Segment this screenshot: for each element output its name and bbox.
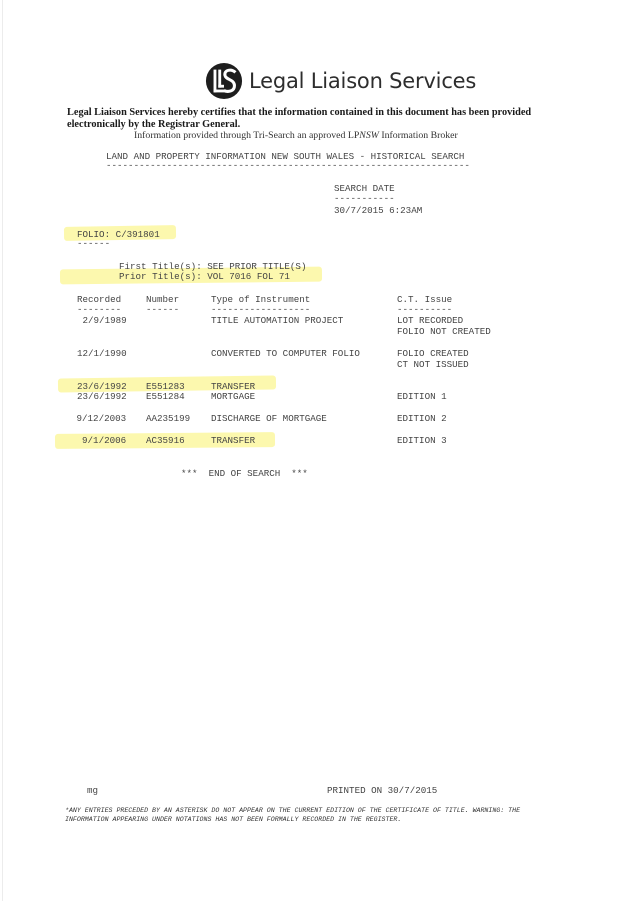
cell-ct-issue: EDITION 2 <box>397 413 447 424</box>
company-logo: Legal Liaison Services <box>205 60 476 102</box>
cell-ct-issue-line2: FOLIO NOT CREATED <box>397 326 491 337</box>
column-header-ct-issue: C.T. Issue <box>397 294 453 305</box>
broker-suffix: Information Broker <box>378 130 458 141</box>
cell-type: CONVERTED TO COMPUTER FOLIO <box>211 348 360 359</box>
column-rule-type: ------------------ <box>211 304 311 315</box>
column-rule-ct-issue: ---------- <box>397 304 453 315</box>
broker-italic: NSW <box>359 130 379 141</box>
search-date-rule: ----------- <box>334 193 395 204</box>
cell-number: AC35916 <box>146 435 185 446</box>
cell-type: TRANSFER <box>211 381 256 392</box>
cell-recorded: 9/12/2003 <box>71 413 127 424</box>
column-header-type: Type of Instrument <box>211 294 311 305</box>
footer-note-line2: INFORMATION APPEARING UNDER NOTATIONS HA… <box>65 816 402 823</box>
page-edge <box>2 0 3 901</box>
end-of-search: *** END OF SEARCH *** <box>181 468 308 479</box>
cell-recorded: 2/9/1989 <box>77 315 127 326</box>
cell-recorded: 23/6/1992 <box>77 381 127 392</box>
search-heading: LAND AND PROPERTY INFORMATION NEW SOUTH … <box>106 151 465 162</box>
cell-ct-issue: EDITION 1 <box>397 391 447 402</box>
broker-statement: Information provided through Tri-Search … <box>134 130 458 141</box>
printed-on: PRINTED ON 30/7/2015 <box>327 785 438 796</box>
cell-number: E551284 <box>146 391 185 402</box>
operator-initials: mg <box>87 785 99 796</box>
cell-type: MORTGAGE <box>211 391 256 402</box>
column-header-recorded: Recorded <box>77 294 122 305</box>
cell-recorded: 23/6/1992 <box>77 391 127 402</box>
cell-recorded: 12/1/1990 <box>77 348 127 359</box>
cell-ct-issue: EDITION 3 <box>397 435 447 446</box>
logo-text: Legal Liaison Services <box>249 69 477 93</box>
prior-titles: Prior Title(s): VOL 7016 FOL 71 <box>119 271 290 282</box>
first-titles: First Title(s): SEE PRIOR TITLE(S) <box>119 261 307 272</box>
cell-ct-issue: FOLIO CREATED <box>397 348 469 359</box>
broker-prefix: Information provided through Tri-Search … <box>134 130 360 141</box>
footer-note-line1: *ANY ENTRIES PRECEDED BY AN ASTERISK DO … <box>65 807 521 814</box>
cell-number: AA235199 <box>146 413 191 424</box>
column-rule-recorded: -------- <box>77 304 122 315</box>
folio-label: FOLIO: C/391801 <box>77 229 160 240</box>
cell-type: TRANSFER <box>211 435 256 446</box>
column-header-number: Number <box>146 294 180 305</box>
cell-number: E551283 <box>146 381 185 392</box>
folio-rule: ------ <box>77 238 111 249</box>
cell-type: TITLE AUTOMATION PROJECT <box>211 315 344 326</box>
lls-logo-icon <box>205 62 243 100</box>
search-heading-rule: ----------------------------------------… <box>106 160 470 171</box>
cell-ct-issue: LOT RECORDED <box>397 315 464 326</box>
column-rule-number: ------ <box>146 304 180 315</box>
cell-ct-issue-line2: CT NOT ISSUED <box>397 359 469 370</box>
search-date-label: SEARCH DATE <box>334 183 395 194</box>
cell-recorded: 9/1/2006 <box>71 435 127 446</box>
certification-statement: Legal Liaison Services hereby certifies … <box>67 107 532 130</box>
cell-type: DISCHARGE OF MORTGAGE <box>211 413 327 424</box>
search-date-value: 30/7/2015 6:23AM <box>334 205 423 216</box>
